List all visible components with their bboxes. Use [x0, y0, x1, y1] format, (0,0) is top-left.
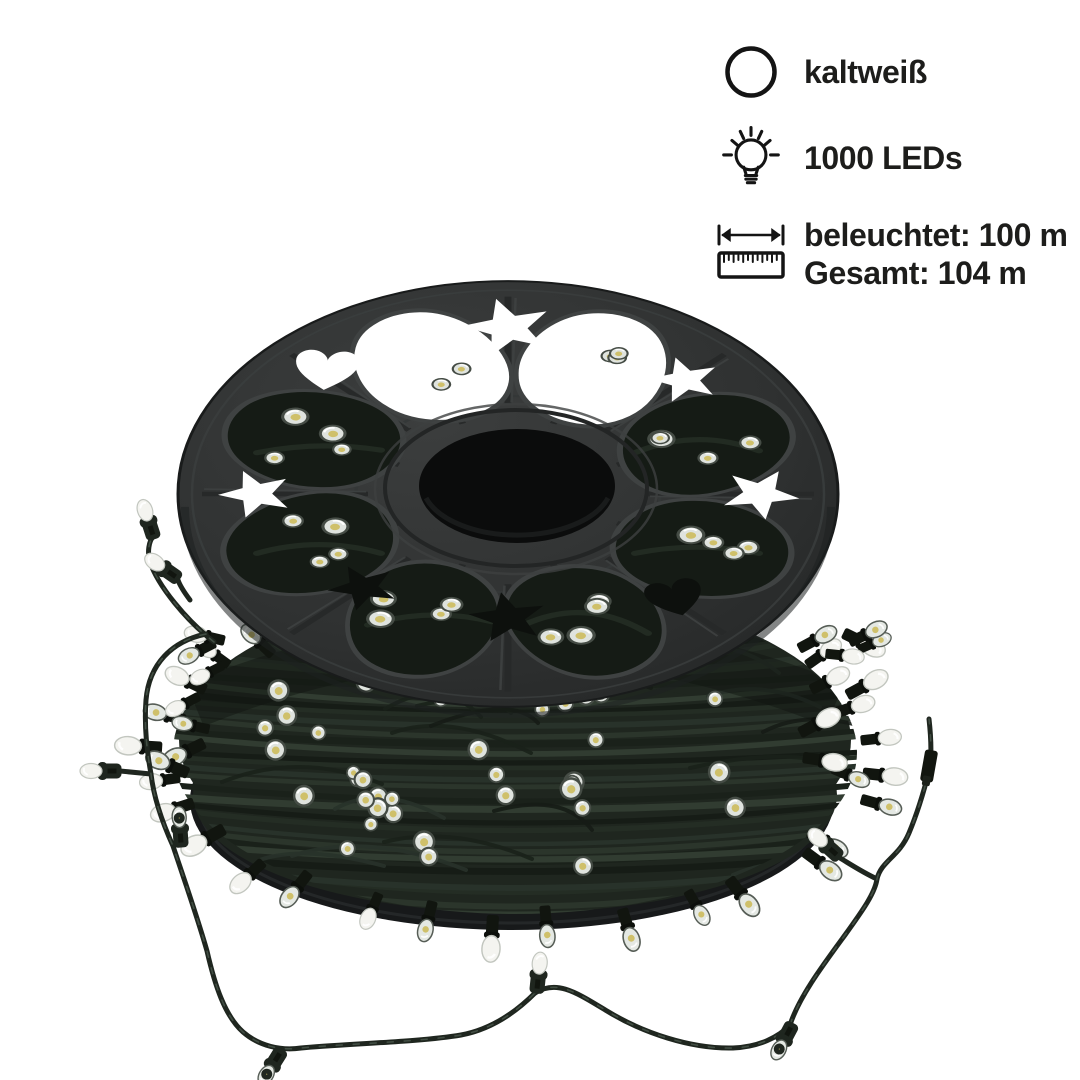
spec-row-light-color: kaltweiß [698, 44, 927, 100]
spec-row-led-count: 1000 LEDs [698, 124, 963, 192]
spec-legend: kaltweiß 1000 LEDs [698, 36, 1076, 296]
ruler-icon [698, 223, 804, 285]
light-color-circle-icon [698, 44, 804, 100]
light-bulb-icon [698, 124, 804, 192]
reel-center-hole [419, 429, 615, 543]
led-count-label: 1000 LEDs [804, 139, 963, 176]
lit-length-label: beleuchtet: 100 m [804, 217, 1068, 253]
spec-row-length: beleuchtet: 100 m Gesamt: 104 m [698, 216, 1068, 292]
light-color-label: kaltweiß [804, 53, 928, 90]
bulbs-in-cutouts [253, 345, 765, 649]
total-length-label: Gesamt: 104 m [804, 255, 1027, 291]
reel-hub [373, 402, 659, 576]
loose-light-strand [80, 497, 938, 1080]
strand-end-connector [920, 749, 938, 787]
length-labels: beleuchtet: 100 m Gesamt: 104 m [804, 216, 1068, 292]
